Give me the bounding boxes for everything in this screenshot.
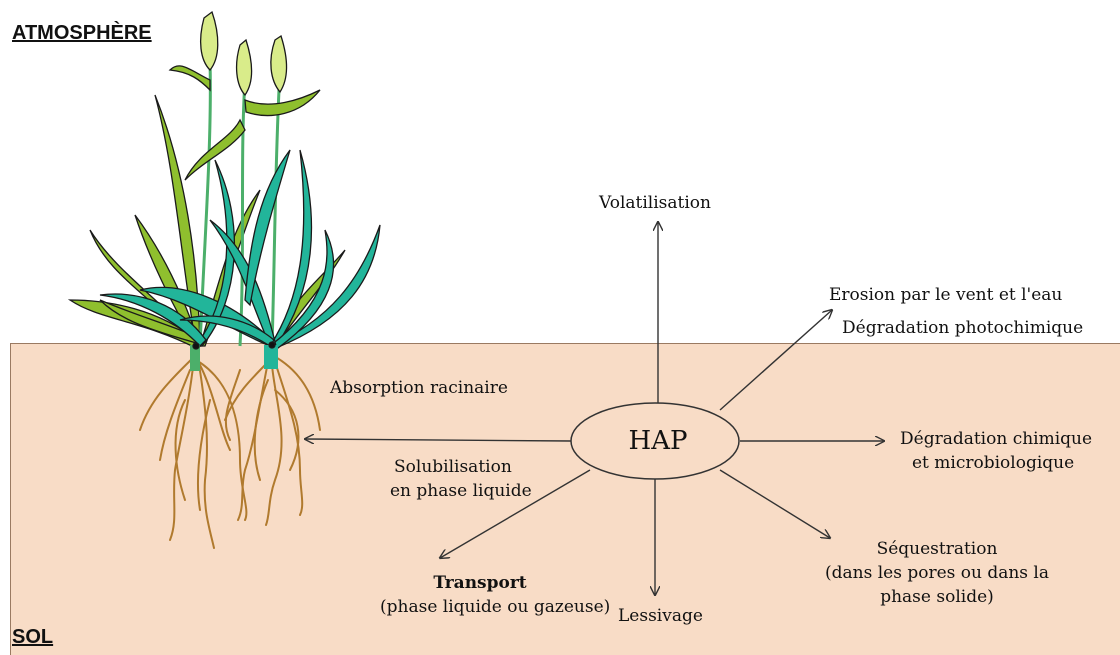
label-transport: Transport (phase liquide ou gazeuse) xyxy=(380,571,580,619)
label-volatilisation: Volatilisation xyxy=(599,191,711,215)
label-transport-line2: (phase liquide ou gazeuse) xyxy=(380,595,580,619)
roots-icon xyxy=(140,350,320,548)
label-leaching: Lessivage xyxy=(618,604,703,628)
wheat-plant-icon xyxy=(70,12,380,371)
label-solubilisation-line1: Solubilisation xyxy=(390,455,532,479)
label-chemical-line1: Dégradation chimique xyxy=(900,427,1092,451)
label-chemical-line2: et microbiologique xyxy=(900,451,1092,475)
arrow-root-absorption xyxy=(305,439,571,441)
arrow-sequestration xyxy=(720,470,830,538)
process-arrows xyxy=(305,222,884,595)
label-sequestration-line2: (dans les pores ou dans la xyxy=(812,561,1062,585)
label-erosion: Erosion par le vent et l'eau xyxy=(829,283,1062,307)
label-root-absorption: Absorption racinaire xyxy=(330,376,508,400)
hap-label: HAP xyxy=(598,425,718,457)
label-sequestration: Séquestration (dans les pores ou dans la… xyxy=(812,537,1062,609)
label-sequestration-line1: Séquestration xyxy=(812,537,1062,561)
arrow-erosion xyxy=(720,310,832,410)
label-sequestration-line3: phase solide) xyxy=(812,585,1062,609)
label-photochemical: Dégradation photochimique xyxy=(842,316,1083,340)
label-chemical-degradation: Dégradation chimique et microbiologique xyxy=(900,427,1092,475)
label-solubilisation-line2: en phase liquide xyxy=(390,479,532,503)
label-transport-line1: Transport xyxy=(380,571,580,595)
label-solubilisation: Solubilisation en phase liquide xyxy=(390,455,532,503)
